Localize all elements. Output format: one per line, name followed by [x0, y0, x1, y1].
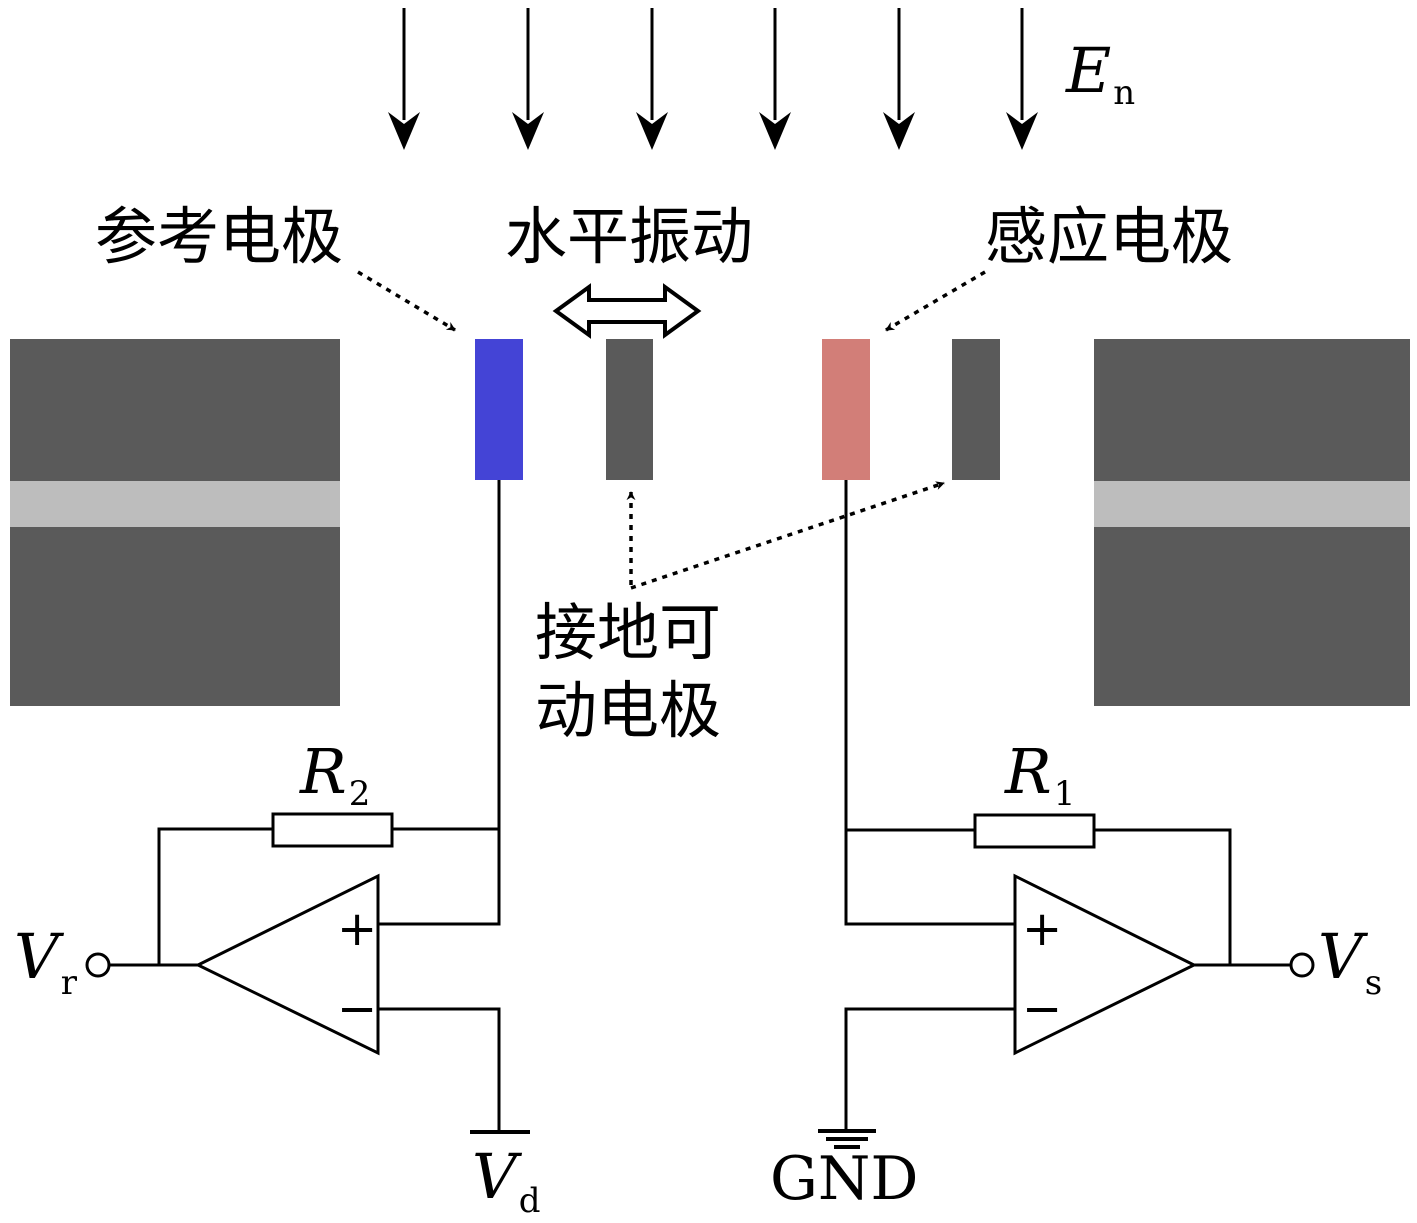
vibration-double-arrow-icon — [552, 283, 702, 339]
sensing-electrode — [822, 339, 870, 480]
grounded-movable-electrode-right — [952, 339, 1000, 480]
resistor-r1 — [973, 813, 1096, 849]
right-circuit: + − — [818, 480, 1315, 1149]
vr-terminal — [85, 952, 111, 978]
grounded-movable-electrode-left — [606, 339, 653, 480]
grounded-movable-label-line2: 动电极 — [535, 674, 721, 747]
opamp-right-minus: − — [1022, 981, 1062, 1037]
field-label: En — [1065, 34, 1135, 113]
vs-terminal — [1289, 952, 1315, 978]
resistor-r2 — [271, 812, 394, 848]
opamp-left-plus: + — [337, 901, 377, 957]
horizontal-vibration-label: 水平振动 — [505, 200, 753, 273]
field-arrow — [883, 8, 915, 150]
sensing-pointer-arrow — [885, 270, 986, 332]
vd-label: Vd — [472, 1140, 541, 1221]
field-arrows — [388, 8, 1038, 150]
field-arrow — [759, 8, 791, 150]
vr-label: Vr — [14, 920, 78, 1003]
opamp-right-plus: + — [1022, 901, 1062, 957]
ground-symbol-icon — [818, 1129, 876, 1149]
reference-pointer-arrow — [357, 270, 456, 332]
gnd-label: GND — [770, 1144, 919, 1214]
opamp-left — [194, 873, 380, 1056]
opamp-right — [1013, 873, 1198, 1056]
opamp-left-minus: − — [337, 981, 377, 1037]
sensing-electrode-label: 感应电极 — [985, 200, 1233, 273]
reference-electrode — [475, 339, 523, 480]
field-arrow — [636, 8, 668, 150]
vs-label: Vs — [1318, 920, 1382, 1003]
left-circuit: + − — [85, 480, 530, 1134]
right-shield-block — [1094, 339, 1410, 706]
reference-electrode-label: 参考电极 — [95, 200, 343, 273]
field-arrow — [1006, 8, 1038, 150]
movable-pointer-arrow-right — [630, 481, 945, 590]
field-arrow — [512, 8, 544, 150]
grounded-movable-label-line1: 接地可 — [535, 596, 721, 669]
r2-label: R2 — [299, 735, 370, 814]
field-arrow — [388, 8, 420, 150]
left-shield-block — [10, 339, 340, 706]
r1-label: R1 — [1004, 735, 1075, 814]
